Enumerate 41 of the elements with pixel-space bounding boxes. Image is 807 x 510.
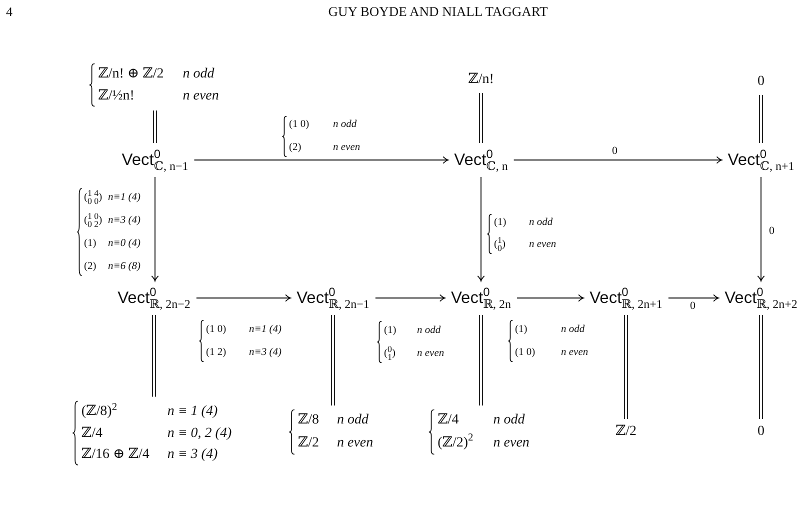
case-expression: ℤ/8 — [298, 412, 319, 430]
case-expression: (ℤ/8)$^{2}$ — [81, 400, 118, 421]
case-expression: ℤ/4 — [81, 424, 104, 442]
case-condition: n even — [493, 434, 530, 452]
case-expression: ℤ/4 — [438, 412, 460, 430]
edge-label: 0 — [612, 145, 618, 158]
edge-label: (1) n odd ($^{1}$$_{0}$) n even — [494, 216, 558, 255]
edge-label: ($^{1 4}$$_{0 0}$) n≡1 (4) ($^{1 0}$$_{0 2}$) n≡3 (4) (1) n≡0 (4) (2) n≡6 (8) — [84, 186, 142, 274]
double-line — [152, 110, 158, 144]
case-expression: ℤ/½n! — [98, 87, 136, 105]
double-line — [758, 314, 764, 420]
edge-label: (1) n odd ($^{0}$$_{1}$) n even — [384, 324, 446, 364]
case-condition: n ≡ 1 (4) — [167, 402, 219, 421]
edge-label: 0 — [769, 225, 774, 238]
page-number: 4 — [6, 4, 12, 20]
case-condition: n odd — [182, 66, 216, 84]
edge-label: (1 0) n odd (2) n even — [289, 118, 362, 154]
group-label: 0 — [758, 423, 764, 441]
case-condition: n odd — [336, 412, 370, 430]
double-line — [478, 314, 484, 406]
group-label: ℤ/n! — [468, 71, 494, 89]
edge-label: (1) n odd (1 0) n even — [515, 323, 590, 360]
case-expression: ℤ/16 ⊕ ℤ/4 — [81, 446, 150, 464]
case-expression: (ℤ/2)$^{2}$ — [438, 432, 474, 452]
double-line — [330, 314, 336, 406]
case-expression: ℤ/2 — [298, 434, 319, 452]
double-line — [478, 92, 484, 144]
double-line — [758, 94, 764, 144]
edge-label: (1 0) n≡1 (4) (1 2) n≡3 (4) — [206, 323, 282, 360]
case-condition: n ≡ 3 (4) — [167, 446, 219, 464]
group-label: ℤ/2 — [615, 423, 637, 441]
edge-label: 0 — [690, 300, 696, 313]
case-condition: n ≡ 0, 2 (4) — [167, 424, 232, 442]
case-expression: ℤ/n! ⊕ ℤ/2 — [98, 66, 164, 84]
case-condition: n even — [336, 434, 374, 452]
double-line — [624, 314, 628, 420]
double-line — [152, 314, 156, 398]
running-head: GUY BOYDE AND NIALL TAGGART — [328, 4, 548, 20]
case-condition: n even — [182, 87, 219, 105]
case-condition: n odd — [493, 412, 526, 430]
group-label: 0 — [758, 73, 764, 91]
